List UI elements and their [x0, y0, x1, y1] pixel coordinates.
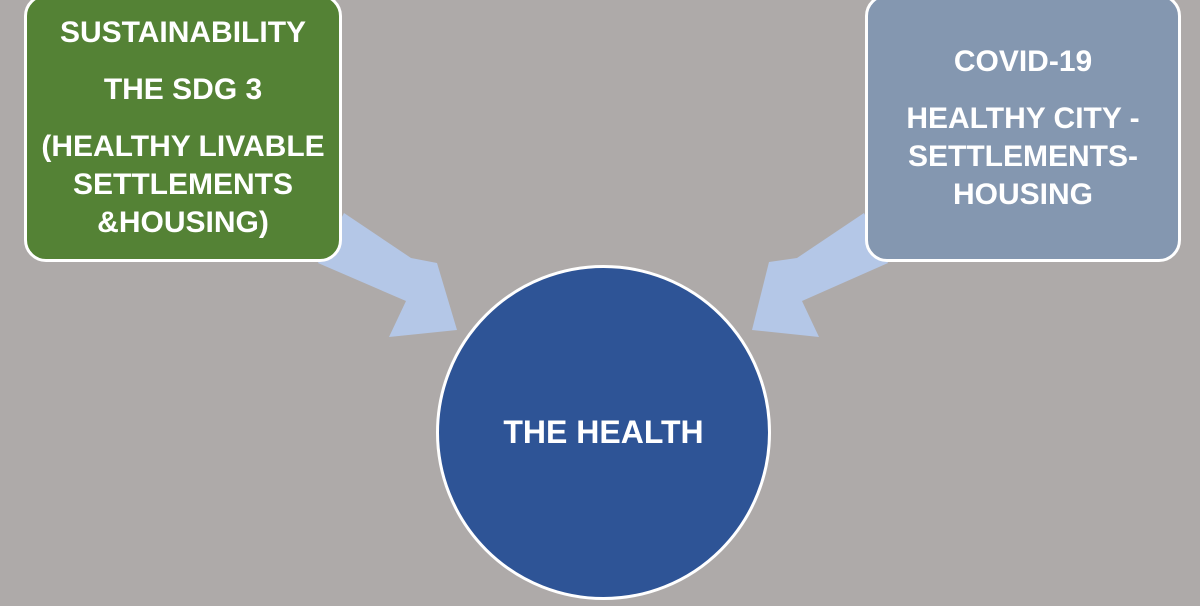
housing-label: HOUSING: [952, 177, 1093, 211]
settlements-label: SETTLEMENTS: [72, 168, 293, 201]
settlements-label: SETTLEMENTS-: [908, 139, 1138, 173]
health-label: THE HEALTH: [503, 414, 704, 450]
covid-label: COVID-19: [953, 44, 1093, 78]
sustainability-box: SUSTAINABILITY THE SDG 3 (HEALTHY LIVABL…: [24, 0, 342, 262]
sdg3-label: THE SDG 3: [103, 73, 263, 106]
housing-label: &HOUSING): [97, 206, 269, 239]
health-circle: THE HEALTH: [436, 265, 771, 600]
sustainability-label: SUSTAINABILITY: [59, 16, 307, 49]
left-arrow: [318, 213, 457, 337]
healthy-livable-label: (HEALTHY LIVABLE: [41, 130, 325, 163]
healthy-city-label: HEALTHY CITY -: [906, 101, 1140, 135]
covid-box: COVID-19 HEALTHY CITY - SETTLEMENTS- HOU…: [865, 0, 1181, 262]
right-arrow: [752, 213, 888, 337]
